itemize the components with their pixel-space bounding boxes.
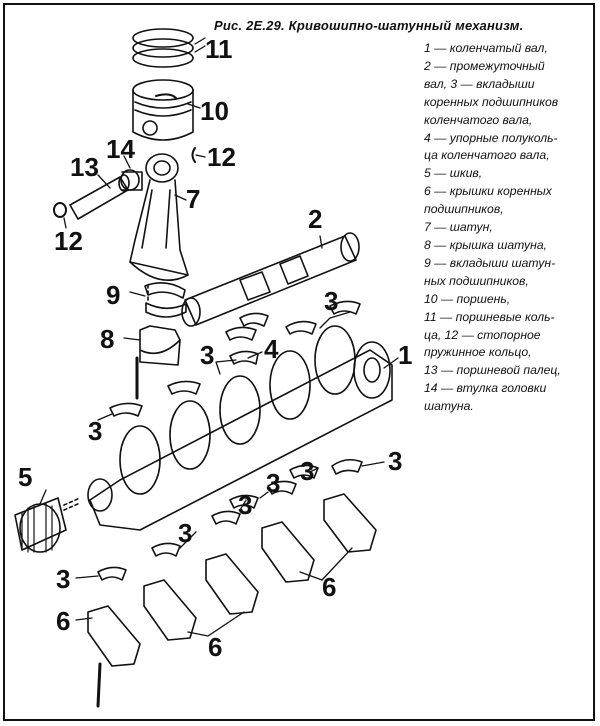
legend-line: ных подшипников,: [424, 273, 529, 288]
callout-piston-rings: 11: [205, 34, 233, 64]
main-bearing-shells-lower: [97, 458, 363, 581]
callout-rod-bearings: 9: [106, 280, 121, 310]
circlip-left: [53, 202, 67, 218]
callout-main-bearings-bottom-left: 3: [56, 564, 71, 594]
legend-line: ца, 12 — стопорное: [424, 327, 541, 342]
circlip-right: [191, 147, 196, 163]
legend-line: шатуна.: [424, 399, 474, 414]
figure-frame: [3, 3, 595, 721]
legend-line: 10 — поршень,: [424, 291, 511, 306]
connecting-rod: [129, 153, 189, 282]
figure-legend: 1 — коленчатый вал, 2 — промежуточный вал,…: [424, 40, 594, 416]
callout-circlip-right: 12: [207, 142, 236, 172]
callout-main-bearings-r4: 3: [238, 490, 253, 520]
legend-line: вал, 3 — вкладыши: [424, 76, 535, 91]
callout-main-bearings-r2: 3: [300, 456, 315, 486]
main-bearing-shells-top: [109, 300, 361, 417]
piston-rings: [132, 28, 194, 68]
callout-intermediate-shaft: 2: [308, 204, 323, 234]
callout-main-caps-center: 6: [208, 632, 223, 662]
piston-pin: [69, 174, 130, 220]
callout-bushing: 14: [106, 134, 135, 164]
callout-main-bearings-left: 3: [88, 416, 103, 446]
callout-main-bearings-center: 3: [178, 518, 193, 548]
piston: [132, 79, 194, 141]
callout-main-bearings-r1: 3: [388, 446, 403, 476]
legend-line: 14 — втулка головки: [424, 381, 547, 396]
small-end-bushing: [120, 169, 143, 191]
callout-main-bearings-top: 3: [324, 286, 339, 316]
legend-line: 2 — промежуточный: [424, 58, 545, 73]
callout-piston-pin: 13: [70, 152, 99, 182]
callout-circlip-left: 12: [54, 226, 83, 256]
callout-rod-cap: 8: [100, 324, 115, 354]
callout-thrust-washers: 4: [264, 334, 279, 364]
callout-main-bearings-r3: 3: [266, 468, 281, 498]
callout-connecting-rod: 7: [186, 184, 201, 214]
legend-line: подшипников,: [424, 202, 504, 217]
callout-main-bearings-mid: 3: [200, 340, 215, 370]
legend-line: коленчатого вала,: [424, 112, 533, 127]
legend-line: ца коленчатого вала,: [424, 148, 550, 163]
legend-line: 5 — шкив,: [424, 166, 483, 181]
legend-line: 8 — крышка шатуна,: [424, 237, 548, 252]
leader-lines: [39, 37, 399, 637]
legend-line: 13 — поршневой палец,: [424, 363, 561, 378]
legend-line: 7 — шатун,: [424, 220, 493, 235]
legend-line: 1 — коленчатый вал,: [424, 41, 548, 55]
rod-bearing-shells: [144, 282, 187, 318]
callout-main-caps-right: 6: [322, 572, 337, 602]
callout-piston: 10: [200, 96, 229, 126]
main-bearing-caps: [87, 493, 377, 708]
legend-line: 9 — вкладыши шатун-: [424, 255, 556, 270]
legend-line: коренных подшипников: [424, 94, 559, 109]
pulley: [14, 497, 81, 553]
callout-pulley: 5: [18, 462, 33, 492]
legend-line: 6 — крышки коренных: [424, 184, 552, 199]
figure-title: Рис. 2Е.29. Кривошипно-шатунный механизм…: [214, 18, 524, 33]
callout-main-caps-left: 6: [56, 606, 71, 636]
legend-line: 11 — поршневые коль-: [424, 309, 555, 324]
callout-crankshaft: 1: [398, 340, 413, 370]
intermediate-shaft: [181, 232, 360, 327]
legend-line: пружинное кольцо,: [424, 345, 532, 360]
legend-line: 4 — упорные полуколь-: [424, 130, 558, 145]
rod-cap: [135, 325, 181, 400]
crankshaft: [87, 325, 393, 531]
